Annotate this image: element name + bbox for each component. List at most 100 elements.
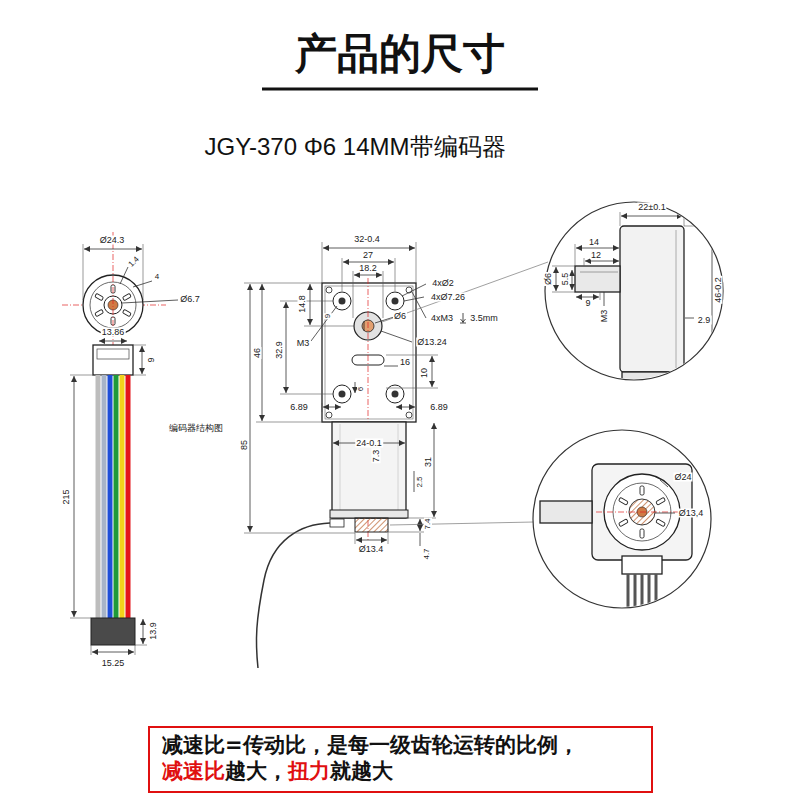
dimension-label: Ø13.4 [358, 545, 385, 554]
note-line: 减速比=传动比，是每一级齿轮运转的比例， [162, 732, 639, 758]
dimension-label: 24-0.1 [355, 439, 383, 448]
gearbox-front-view [256, 278, 416, 668]
detail-side-view-part-part [556, 267, 557, 291]
detail-side-view-part-part [572, 270, 573, 290]
detail-encoder-view-part-part-part [634, 574, 637, 620]
dimension-lines-part [92, 652, 134, 653]
gearbox-front-view-part-part [326, 412, 332, 418]
dimension-lines-part [133, 345, 146, 346]
detail-encoder-view-part-part-part [656, 497, 666, 505]
detail-side-view-part-part [684, 226, 716, 227]
dimension-label: Ø6 [544, 272, 553, 286]
dimension-label: M3 [600, 309, 609, 324]
dimension-lines-part [323, 248, 415, 249]
encoder-end-view [62, 232, 166, 645]
dimension-label: 3.5mm [469, 314, 499, 323]
gearbox-front-view-part-part [386, 292, 404, 310]
encoder-end-view-part [91, 618, 135, 645]
gearbox-front-view-part-part [392, 298, 399, 305]
encoder-end-view-part [97, 349, 129, 359]
detail-leader-part [382, 262, 548, 322]
dimension-label: 22±0.1 [637, 203, 666, 212]
dimension-lines-part [416, 242, 417, 283]
depth-symbol-part [460, 323, 466, 324]
encoder-end-view-part-part [95, 309, 104, 316]
dimension-lines-part [402, 284, 426, 296]
dimension-lines-part [244, 283, 322, 284]
detail-encoder-view-part-part-part [640, 486, 644, 495]
detail-encoder-view-part-part-part [655, 574, 658, 620]
dimension-lines-part [355, 382, 356, 393]
dimension-label: Ø6.7 [179, 295, 201, 304]
detail-side-view [545, 202, 723, 402]
title-underline [262, 89, 538, 90]
encoder-end-view-part-part [95, 293, 104, 300]
gearbox-front-view-part [326, 287, 412, 418]
dimension-label: 4xM3 [430, 314, 454, 323]
dimension-label: 4.7 [423, 547, 431, 560]
gearbox-front-view-part [355, 518, 388, 532]
dimension-label: 46 [253, 347, 262, 359]
dimension-lines-part [310, 284, 311, 325]
dimension-lines [244, 242, 438, 546]
dimension-label: 6 [357, 386, 365, 392]
dimension-label: 9 [584, 299, 591, 308]
dimension-lines-part [322, 403, 323, 412]
detail-encoder-view-part-part-part [618, 497, 628, 505]
dimension-lines-part [280, 394, 333, 395]
dimension-lines-part [432, 356, 433, 387]
dimension-lines-part [381, 331, 412, 342]
detail-leader-part [390, 522, 534, 525]
gearbox-front-view-part [322, 283, 416, 422]
dimension-label: Ø24.3 [99, 236, 126, 245]
dimension-lines-part [74, 376, 75, 617]
dimension-label: 2.5 [416, 475, 424, 488]
depth-symbol [460, 313, 466, 323]
dimension-lines-part [122, 300, 178, 303]
dimension-lines-part [135, 645, 136, 655]
detail-side-view-part-part [575, 266, 620, 292]
dimension-label: 5.5 [561, 272, 570, 287]
dimension-lines-part [70, 375, 93, 376]
dimension-label: 27 [362, 251, 374, 260]
encoder-end-view-part [126, 375, 131, 618]
dimension-label: 9 [324, 313, 332, 319]
note-text: 就越大 [330, 759, 393, 783]
page-title: 产品的尺寸 [295, 26, 505, 82]
dimension-lines-part [322, 242, 323, 283]
gearbox-front-view-part [364, 321, 365, 331]
dimension-label: 14 [588, 238, 600, 247]
dimension-label: 7.4 [424, 517, 432, 530]
dimension-lines-part [133, 375, 146, 376]
dimension-label: Ø24 [673, 473, 692, 482]
note-text: 扭力 [288, 759, 330, 783]
gearbox-front-view-part-part [333, 385, 351, 403]
dimension-label: 12 [590, 251, 602, 260]
dimension-lines-part [388, 532, 424, 533]
gearbox-front-view-part-part [339, 391, 346, 398]
dimension-lines-part [355, 533, 356, 544]
detail-side-view-part-part [575, 244, 576, 266]
detail-side-view-part-part [622, 372, 682, 402]
detail-side-view-part-part [576, 248, 619, 249]
dimension-lines-part [142, 346, 143, 374]
encoder-end-view-part [108, 375, 113, 618]
dimension-lines-part [120, 267, 128, 284]
dimension-label: 15.25 [101, 659, 126, 668]
dimension-label: Ø6 [393, 312, 407, 321]
detail-side-view-part-part [576, 297, 599, 298]
encoder-end-view-part [102, 375, 107, 618]
detail-side-view-part-part [620, 226, 684, 372]
dimension-lines-part [323, 407, 341, 408]
gearbox-front-view-part [398, 424, 399, 516]
detail-side-view-part [545, 202, 723, 380]
dimension-lines-part [356, 540, 387, 541]
detail-encoder-view-part-part [655, 513, 675, 514]
detail-encoder-view-part-part-part [648, 574, 651, 620]
dimension-lines-part [343, 262, 394, 263]
detail-side-view-part-part [620, 212, 621, 226]
dimension-label: 9 [147, 356, 156, 363]
dimension-lines-part [412, 292, 426, 318]
detail-encoder-view-part-part-part [627, 574, 630, 620]
model-subtitle: JGY-370 Φ6 14MM带编码器 [203, 135, 506, 159]
